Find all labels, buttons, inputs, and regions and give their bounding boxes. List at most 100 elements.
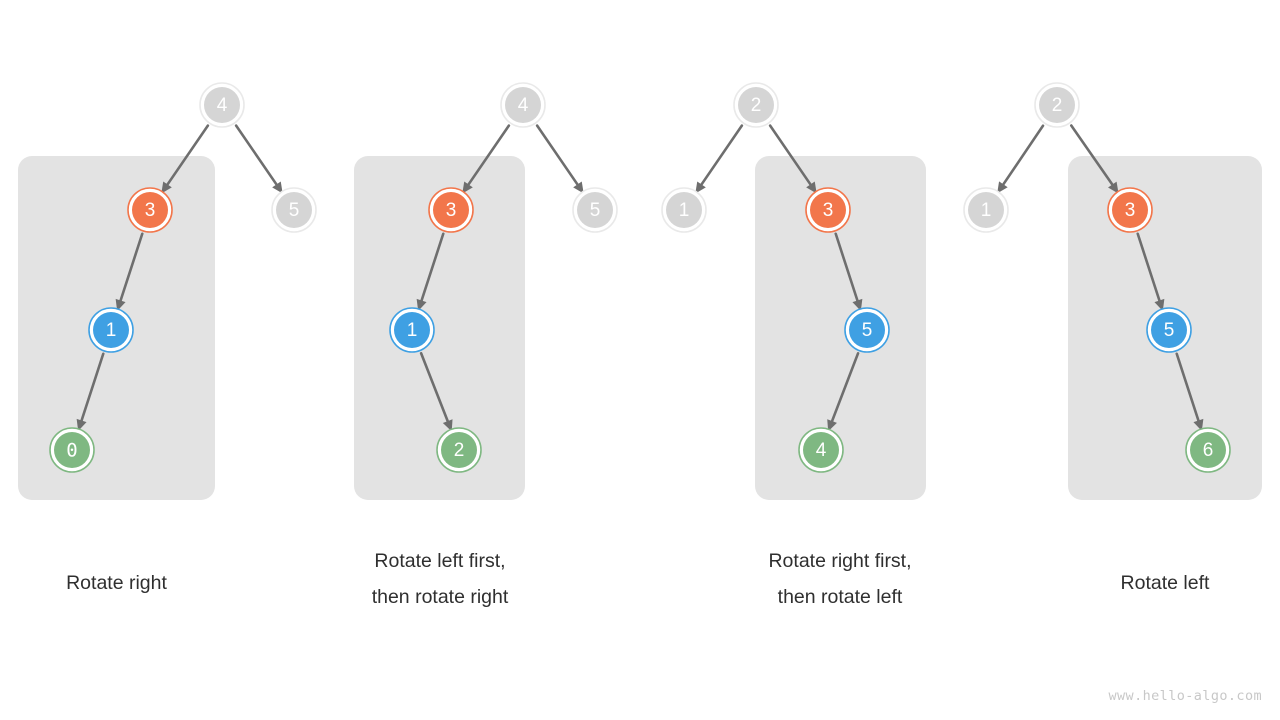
tree-node-5: 5 [1146, 307, 1192, 353]
tree-node-2: 2 [436, 427, 482, 473]
tree-node-3: 3 [1107, 187, 1153, 233]
tree-edge [161, 124, 210, 194]
node-value-label: 3 [446, 200, 457, 221]
edge-arrowhead [115, 298, 126, 311]
node-value-label: 5 [862, 320, 873, 341]
edge-arrowhead [573, 181, 584, 194]
panel-caption: Rotate right [18, 565, 215, 601]
edge-arrowhead [76, 418, 87, 431]
node-circle [1112, 192, 1148, 228]
node-value-label: 4 [816, 440, 827, 461]
node-circle [1039, 87, 1075, 123]
tree-node-4: 4 [798, 427, 844, 473]
tree-node-2: 2 [1034, 82, 1080, 128]
tree-node-2: 2 [733, 82, 779, 128]
node-value-label: 3 [1125, 200, 1136, 221]
node-circle [577, 192, 613, 228]
edge-arrowhead [416, 298, 427, 311]
tree-node-6: 6 [1185, 427, 1231, 473]
edge-arrowhead [161, 181, 172, 194]
panel-caption: Rotate right first,then rotate left [740, 543, 940, 615]
edge-arrowhead [827, 419, 837, 432]
node-value-label: 1 [981, 200, 992, 221]
node-value-label: 2 [1052, 95, 1063, 116]
tree-edge [997, 124, 1045, 194]
tree-edge [234, 124, 283, 194]
tree-edge [768, 124, 817, 194]
edge-arrowhead [695, 181, 706, 194]
node-circle [505, 87, 541, 123]
tree-edge [827, 352, 860, 432]
node-circle [433, 192, 469, 228]
highlight-region [755, 156, 926, 500]
node-value-label: 3 [145, 200, 156, 221]
node-circle [276, 192, 312, 228]
node-circle [93, 312, 129, 348]
panel-caption: Rotate left first, then rotate right [340, 543, 540, 615]
node-circle [54, 432, 90, 468]
highlight-boxes-layer [18, 156, 1262, 500]
tree-node-4: 4 [199, 82, 245, 128]
node-value-label: 1 [679, 200, 690, 221]
node-circle [132, 192, 168, 228]
tree-edge [115, 232, 144, 311]
tree-edge [1069, 124, 1119, 194]
node-circle [849, 312, 885, 348]
node-value-label: 5 [1164, 320, 1175, 341]
tree-edge [462, 124, 511, 194]
node-circle [1190, 432, 1226, 468]
tree-node-5: 5 [844, 307, 890, 353]
node-circle [968, 192, 1004, 228]
tree-edge [76, 352, 105, 431]
edge-arrowhead [1154, 298, 1165, 311]
tree-edge [416, 232, 445, 311]
node-value-label: 0 [66, 440, 77, 462]
tree-edge [535, 124, 584, 194]
node-value-label: 2 [454, 440, 465, 461]
node-circle [810, 192, 846, 228]
node-circle [1151, 312, 1187, 348]
edge-arrowhead [442, 419, 453, 432]
tree-edge [1175, 352, 1204, 431]
edge-arrowhead [1108, 181, 1119, 194]
node-circle [204, 87, 240, 123]
tree-edge [695, 124, 744, 194]
tree-node-3: 3 [805, 187, 851, 233]
tree-edge [419, 351, 453, 432]
edge-arrowhead [272, 181, 283, 194]
tree-node-0: 0 [49, 427, 95, 473]
tree-node-1: 1 [963, 187, 1009, 233]
tree-node-5: 5 [572, 187, 618, 233]
edge-arrowhead [806, 181, 817, 194]
caption-line: Rotate left first, [374, 550, 506, 572]
tree-node-3: 3 [428, 187, 474, 233]
node-value-label: 1 [106, 320, 117, 341]
caption-line: Rotate left [1120, 572, 1210, 594]
tree-nodes-layer: 4 5 3 1 0 4 5 3 1 2 2 1 3 5 4 2 1 3 5 6 [49, 82, 1231, 473]
tree-edge [834, 232, 863, 311]
node-value-label: 2 [751, 95, 762, 116]
edge-arrowhead [1193, 418, 1204, 431]
tree-edges-layer [76, 124, 1204, 432]
node-value-label: 5 [289, 200, 300, 221]
edge-arrowhead [997, 181, 1008, 194]
node-circle [803, 432, 839, 468]
node-value-label: 3 [823, 200, 834, 221]
edge-arrowhead [462, 181, 473, 194]
tree-edge [1136, 232, 1165, 311]
caption-line: Rotate right first, [768, 550, 912, 572]
caption-line: then rotate right [371, 586, 509, 608]
node-value-label: 1 [407, 320, 418, 341]
node-circle [666, 192, 702, 228]
node-value-label: 4 [518, 95, 529, 116]
tree-node-4: 4 [500, 82, 546, 128]
node-value-label: 5 [590, 200, 601, 221]
node-value-label: 4 [217, 95, 228, 116]
node-value-label: 6 [1203, 440, 1214, 461]
node-circle [441, 432, 477, 468]
edge-arrowhead [852, 298, 863, 311]
caption-line: Rotate right [66, 572, 167, 594]
tree-node-3: 3 [127, 187, 173, 233]
